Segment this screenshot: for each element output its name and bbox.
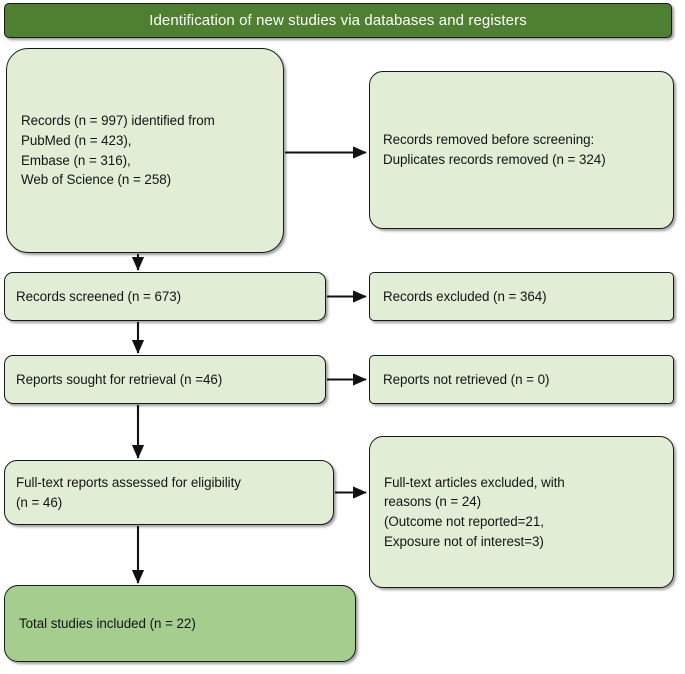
node-total-studies-included: Total studies included (n = 22) [4, 585, 356, 662]
section-header-label: Identification of new studies via databa… [149, 12, 527, 29]
node-fulltext-reports-assessed-text: Full-text reports assessed for eligibili… [16, 474, 241, 510]
node-reports-sought-for-retrieval: Reports sought for retrieval (n =46) [4, 355, 326, 404]
node-total-studies-included-text: Total studies included (n = 22) [19, 615, 196, 631]
node-fulltext-articles-excluded: Full-text articles excluded, with reason… [369, 436, 674, 588]
section-header-identification: Identification of new studies via databa… [4, 3, 672, 38]
node-records-identified-text: Records (n = 997) identified from PubMed… [21, 113, 215, 188]
node-fulltext-articles-excluded-text: Full-text articles excluded, with reason… [384, 474, 565, 549]
node-fulltext-reports-assessed: Full-text reports assessed for eligibili… [4, 460, 334, 525]
node-records-removed-before-screening: Records removed before screening: Duplic… [369, 71, 674, 229]
node-records-identified: Records (n = 997) identified from PubMed… [6, 48, 284, 253]
node-records-removed-before-screening-text: Records removed before screening: Duplic… [383, 132, 606, 167]
node-records-excluded-text: Records excluded (n = 364) [383, 288, 547, 304]
node-records-screened: Records screened (n = 673) [4, 272, 326, 321]
node-records-screened-text: Records screened (n = 673) [16, 288, 182, 304]
node-reports-not-retrieved: Reports not retrieved (n = 0) [369, 355, 674, 404]
node-reports-sought-for-retrieval-text: Reports sought for retrieval (n =46) [16, 371, 223, 387]
node-records-excluded: Records excluded (n = 364) [369, 272, 674, 321]
node-reports-not-retrieved-text: Reports not retrieved (n = 0) [383, 371, 550, 387]
